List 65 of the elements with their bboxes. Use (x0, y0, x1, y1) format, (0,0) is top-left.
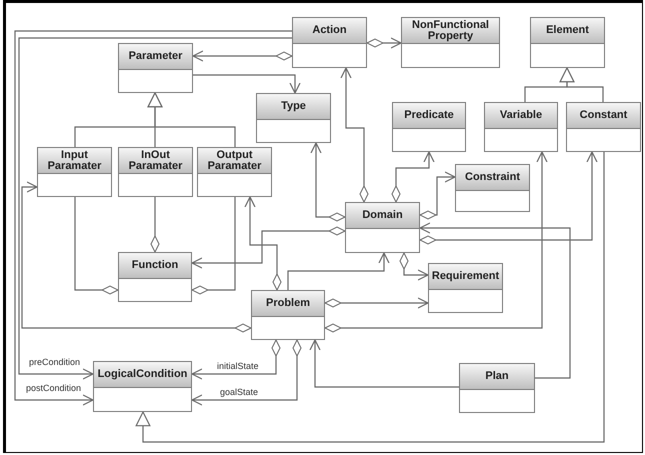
connector (419, 222, 571, 379)
class-box (530, 17, 605, 68)
class-name: Action (312, 25, 347, 36)
connector (192, 197, 236, 294)
connector (191, 340, 302, 406)
class-name: Element (546, 25, 589, 36)
class-box (484, 102, 558, 152)
class-name: Parameter (128, 51, 182, 62)
class-box (392, 102, 466, 152)
connector (310, 142, 346, 222)
class-box (118, 147, 193, 197)
class-box (197, 147, 272, 197)
class-name: LogicalCondition (98, 369, 188, 380)
class-box (118, 43, 193, 93)
connector (309, 339, 459, 388)
class-box (345, 202, 420, 253)
connector (192, 50, 292, 62)
class-box (256, 93, 331, 143)
connector (324, 151, 548, 332)
edge-label: goalState (219, 387, 260, 397)
edge-label: initialState (216, 361, 260, 371)
connector (340, 67, 368, 202)
class-box (292, 17, 367, 68)
class-name: Type (281, 101, 306, 112)
connector (560, 67, 604, 102)
connector (148, 92, 236, 147)
class-box (37, 147, 112, 197)
class-name: Input Paramater (46, 150, 102, 172)
connector (136, 152, 605, 443)
class-name: Constraint (465, 172, 520, 183)
connector (21, 181, 252, 332)
connector (420, 151, 598, 244)
connector (420, 171, 456, 220)
class-box (455, 164, 530, 212)
connector (324, 297, 429, 309)
connector (150, 197, 160, 252)
class-name: Predicate (404, 110, 454, 121)
connector (74, 197, 118, 294)
class-name: Domain (362, 210, 403, 221)
connector (244, 196, 282, 290)
connector (287, 252, 390, 290)
class-name: Plan (485, 371, 509, 382)
class-box (251, 290, 325, 340)
connector (191, 340, 280, 380)
class-name: NonFunctional Property (411, 20, 490, 42)
class-box (566, 102, 641, 152)
class-name: Constant (580, 110, 628, 121)
class-box (459, 363, 535, 413)
connector (191, 226, 346, 269)
class-name: Requirement (432, 271, 500, 282)
class-name: Output Paramater (206, 150, 262, 172)
class-name: InOut Paramater (128, 150, 184, 172)
class-box (93, 361, 192, 412)
connector (392, 151, 435, 202)
connector (193, 74, 301, 94)
class-box (401, 17, 500, 68)
class-name: Function (132, 260, 178, 271)
connector (366, 37, 402, 49)
edge-label: postCondition (25, 383, 82, 393)
class-box (428, 263, 503, 313)
connector (400, 252, 429, 281)
edge-label: preCondition (28, 357, 82, 367)
class-name: Problem (266, 298, 310, 309)
class-box (118, 252, 192, 302)
class-name: Variable (500, 110, 542, 121)
